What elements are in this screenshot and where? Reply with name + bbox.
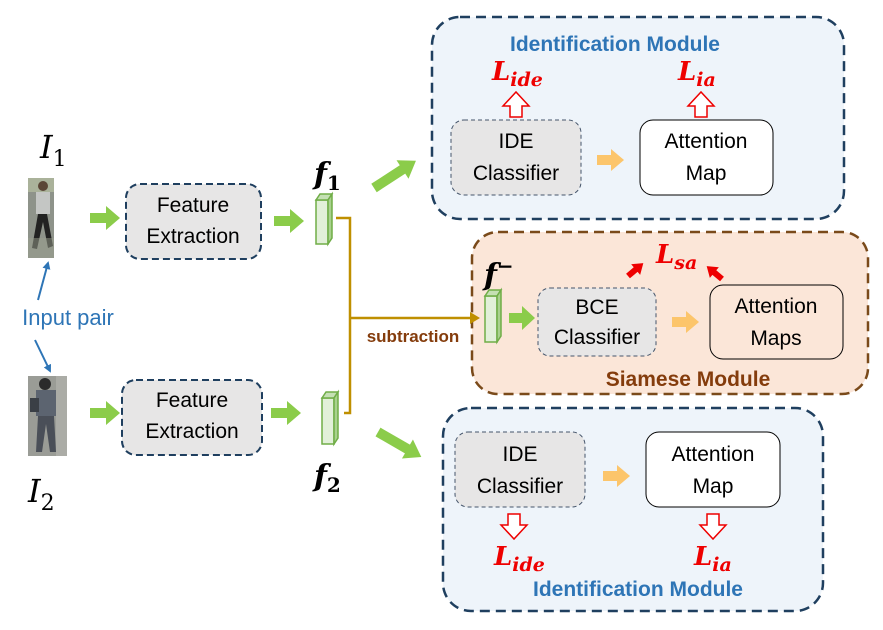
bottom-loss-ide-arrow	[499, 513, 529, 541]
svg-text:Attention: Attention	[665, 130, 748, 153]
svg-text:Attention: Attention	[672, 443, 755, 466]
subtraction-label: subtraction	[367, 327, 460, 346]
svg-text:IDE: IDE	[502, 443, 537, 466]
f2-label: f2	[312, 459, 341, 497]
arrow-extraction-to-f2	[271, 401, 301, 425]
bottom-loss-ide: Lide	[493, 542, 545, 576]
siamese-yellow-arrow	[672, 311, 699, 333]
svg-text:Maps: Maps	[750, 327, 801, 350]
arrow-image2-to-extraction	[90, 401, 120, 425]
svg-text:Attention: Attention	[735, 295, 818, 318]
arrow-extraction-to-f1	[274, 209, 304, 233]
arrow-image1-to-extraction	[90, 206, 120, 230]
top-loss-ide: Lide	[491, 57, 543, 91]
bottom-loss-ia-arrow	[698, 513, 728, 541]
bottom-yellow-arrow	[603, 465, 630, 487]
bottom-module-title: Identification Module	[533, 578, 743, 601]
svg-text:Extraction: Extraction	[145, 420, 238, 443]
feature-vector-f1	[314, 191, 334, 247]
bottom-ide-classifier: IDE Classifier	[454, 431, 586, 508]
input-1-label: I1	[39, 128, 67, 172]
svg-text:Classifier: Classifier	[554, 326, 640, 349]
arrow-f1-to-top-module	[371, 160, 416, 193]
subtraction-arrowhead	[470, 312, 480, 324]
svg-text:Classifier: Classifier	[473, 162, 559, 185]
bce-classifier: BCE Classifier	[537, 287, 657, 357]
svg-text:Classifier: Classifier	[477, 475, 563, 498]
input-pair-arrow-up	[37, 261, 51, 301]
arrow-f2-to-bottom-module	[375, 427, 422, 459]
siamese-module-title: Siamese Module	[606, 368, 771, 391]
top-loss-ia-arrow	[686, 90, 716, 118]
input-2-label: I2	[27, 472, 55, 516]
top-yellow-arrow	[597, 149, 624, 171]
bottom-attention-map: Attention Map	[645, 431, 781, 508]
feature-extraction-top: Feature Extraction	[125, 183, 262, 260]
input-image-1	[28, 178, 54, 258]
f1-label: f1	[312, 157, 341, 195]
input-pair-label: Input pair	[22, 305, 114, 330]
top-attention-map: Attention Map	[639, 119, 774, 196]
bottom-loss-ia: Lia	[693, 542, 732, 576]
svg-text:Map: Map	[693, 475, 734, 498]
svg-text:Extraction: Extraction	[146, 225, 239, 248]
input-image-2	[28, 376, 67, 456]
svg-text:Feature: Feature	[157, 194, 229, 217]
top-module-title: Identification Module	[510, 33, 720, 56]
feature-vector-f2	[320, 389, 340, 447]
svg-text:Map: Map	[686, 162, 727, 185]
siamese-loss-arrow-left	[626, 263, 644, 279]
feature-extraction-bottom: Feature Extraction	[121, 379, 263, 456]
svg-text:IDE: IDE	[498, 130, 533, 153]
top-ide-classifier: IDE Classifier	[450, 119, 582, 196]
siamese-loss: Lsa	[655, 240, 697, 274]
svg-text:Feature: Feature	[156, 389, 228, 412]
svg-text:BCE: BCE	[575, 296, 618, 319]
arrow-f-minus-to-bce	[509, 306, 535, 330]
top-loss-ide-arrow	[501, 90, 531, 118]
input-pair-arrow-down	[34, 339, 51, 373]
top-loss-ia: Lia	[677, 57, 716, 91]
siamese-loss-arrow-right	[706, 266, 724, 282]
subtraction-bracket	[336, 216, 352, 415]
feature-vector-f-minus	[483, 287, 503, 345]
siamese-attention-maps: Attention Maps	[709, 284, 844, 360]
